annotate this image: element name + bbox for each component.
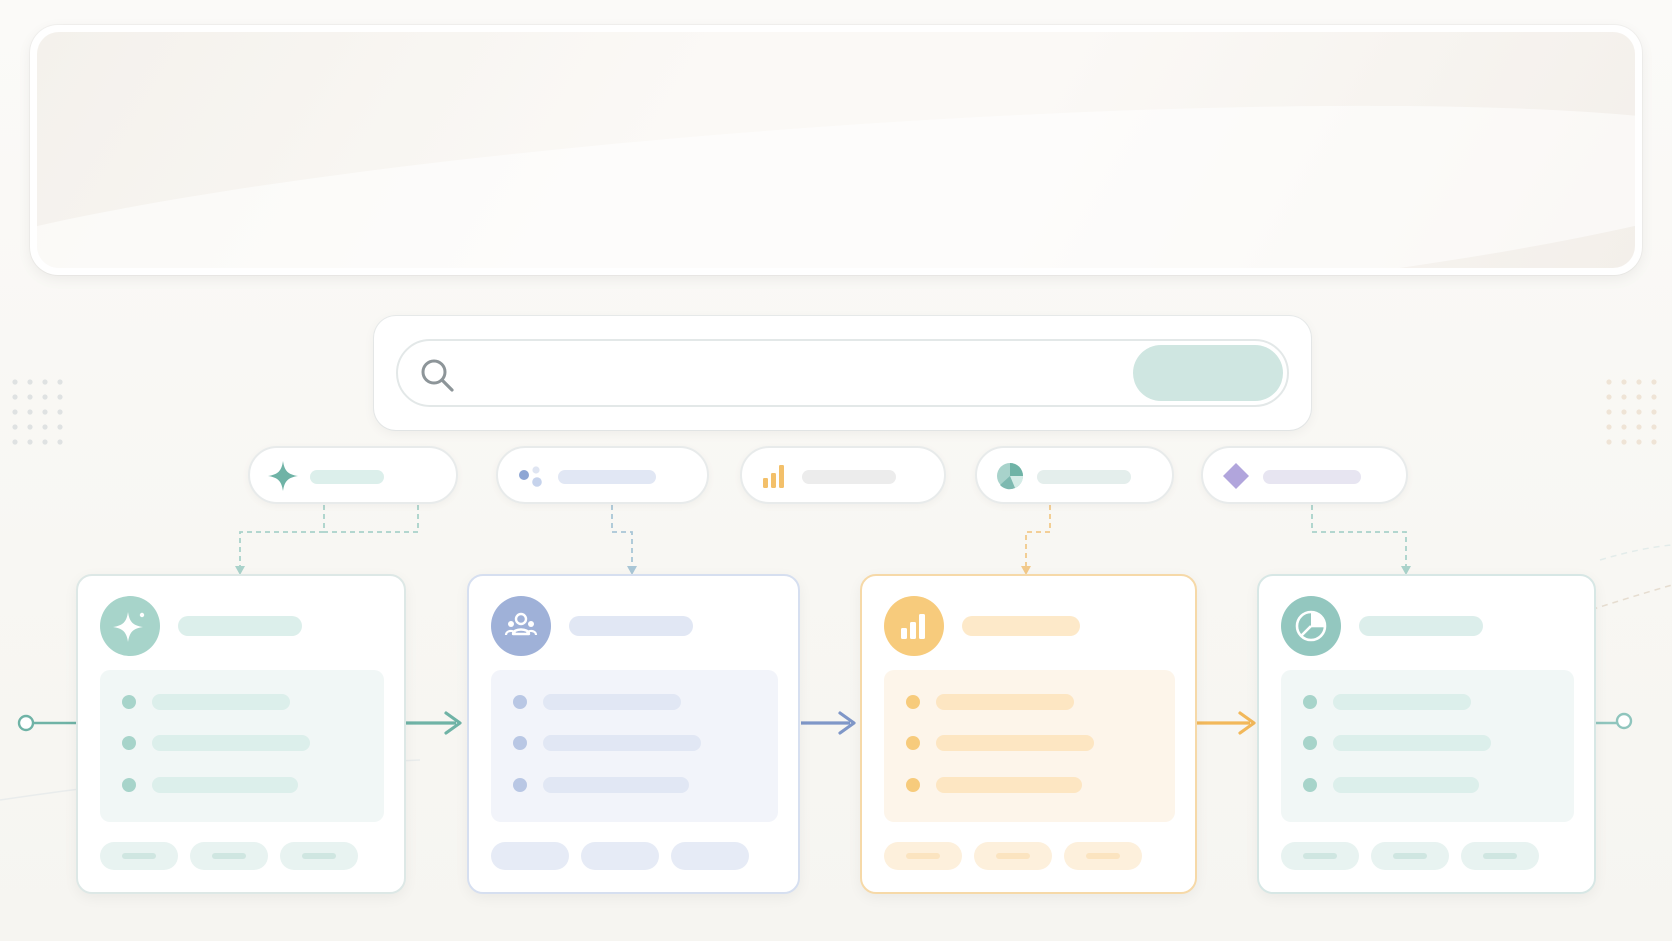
bullet-line-placeholder xyxy=(152,777,298,793)
pill-label-placeholder xyxy=(802,470,896,484)
bullet-dot xyxy=(122,695,136,709)
bullet-line-placeholder xyxy=(543,735,701,751)
step-card-1[interactable] xyxy=(76,574,406,894)
connector-dashed-4 xyxy=(1311,505,1407,572)
connector-dashed-1 xyxy=(239,505,325,572)
bullet-dot xyxy=(513,695,527,709)
decor-curve-right-2 xyxy=(1599,544,1672,561)
pill-3[interactable] xyxy=(740,446,946,504)
team-icon xyxy=(504,612,538,636)
bullet-dot xyxy=(906,695,920,709)
step-card-3[interactable] xyxy=(860,574,1197,894)
bullet-dot xyxy=(1303,778,1317,792)
card-body xyxy=(1281,670,1574,822)
card-tag[interactable] xyxy=(1064,842,1142,870)
card-tag[interactable] xyxy=(280,842,358,870)
card-title-placeholder xyxy=(178,616,302,636)
bar-chart-icon xyxy=(901,614,925,639)
bullet-line-placeholder xyxy=(543,694,681,710)
hero-banner-inner xyxy=(37,32,1635,268)
connector-dashed-1b xyxy=(324,505,419,533)
flow-end-node xyxy=(1615,712,1633,730)
bullet-dot xyxy=(906,736,920,750)
search-button[interactable] xyxy=(1133,345,1283,401)
card-title-placeholder xyxy=(962,616,1080,636)
bullet-line-placeholder xyxy=(543,777,689,793)
bullet-dot xyxy=(122,736,136,750)
flow-start-node xyxy=(17,714,35,732)
connector-dashed-2 xyxy=(611,505,633,572)
card-title-placeholder xyxy=(1359,616,1483,636)
pill-label-placeholder xyxy=(1263,470,1361,484)
pill-label-placeholder xyxy=(558,470,656,484)
card-body xyxy=(100,670,384,822)
pill-1[interactable] xyxy=(248,446,458,504)
bullet-line-placeholder xyxy=(1333,694,1471,710)
hero-banner xyxy=(30,25,1642,275)
bar-chart-icon xyxy=(763,465,784,488)
bullet-line-placeholder xyxy=(936,735,1094,751)
card-tag[interactable] xyxy=(491,842,569,870)
search-icon xyxy=(421,359,454,392)
bullet-dot xyxy=(1303,736,1317,750)
connector-dashed-3 xyxy=(1025,505,1051,572)
bullet-line-placeholder xyxy=(936,694,1074,710)
card-body xyxy=(491,670,778,822)
sparkle-icon xyxy=(113,612,145,642)
card-body xyxy=(884,670,1175,822)
bullet-line-placeholder xyxy=(936,777,1082,793)
card-tag[interactable] xyxy=(1371,842,1449,870)
card-icon-badge xyxy=(100,596,160,656)
bullet-dot xyxy=(906,778,920,792)
bullet-dot xyxy=(513,736,527,750)
bullet-line-placeholder xyxy=(152,694,290,710)
card-tag[interactable] xyxy=(1461,842,1539,870)
bullet-dot xyxy=(122,778,136,792)
card-tag[interactable] xyxy=(884,842,962,870)
bullet-line-placeholder xyxy=(1333,777,1479,793)
card-tag[interactable] xyxy=(974,842,1052,870)
diamond-icon xyxy=(1223,463,1249,489)
card-tag[interactable] xyxy=(1281,842,1359,870)
card-tag[interactable] xyxy=(100,842,178,870)
step-card-2[interactable] xyxy=(467,574,800,894)
dot-grid-left xyxy=(12,379,63,445)
pill-5[interactable] xyxy=(1201,446,1408,504)
pill-2[interactable] xyxy=(496,446,709,504)
bullet-dot xyxy=(513,778,527,792)
bullet-dot xyxy=(1303,695,1317,709)
sparkle-icon xyxy=(268,461,298,491)
dots-icon xyxy=(519,466,542,487)
pie-chart-icon xyxy=(1295,610,1327,642)
pill-4[interactable] xyxy=(975,446,1174,504)
card-icon-badge xyxy=(491,596,551,656)
bullet-line-placeholder xyxy=(152,735,310,751)
card-icon-badge xyxy=(884,596,944,656)
step-card-4[interactable] xyxy=(1257,574,1596,894)
pill-label-placeholder xyxy=(310,470,384,484)
pill-label-placeholder xyxy=(1037,470,1131,484)
pie-chart-icon xyxy=(997,463,1023,490)
hero-swoosh xyxy=(37,59,1635,268)
card-tag[interactable] xyxy=(190,842,268,870)
dot-grid-right xyxy=(1606,379,1657,445)
bullet-line-placeholder xyxy=(1333,735,1491,751)
card-title-placeholder xyxy=(569,616,693,636)
card-tag[interactable] xyxy=(671,842,749,870)
card-tag[interactable] xyxy=(581,842,659,870)
card-icon-badge xyxy=(1281,596,1341,656)
